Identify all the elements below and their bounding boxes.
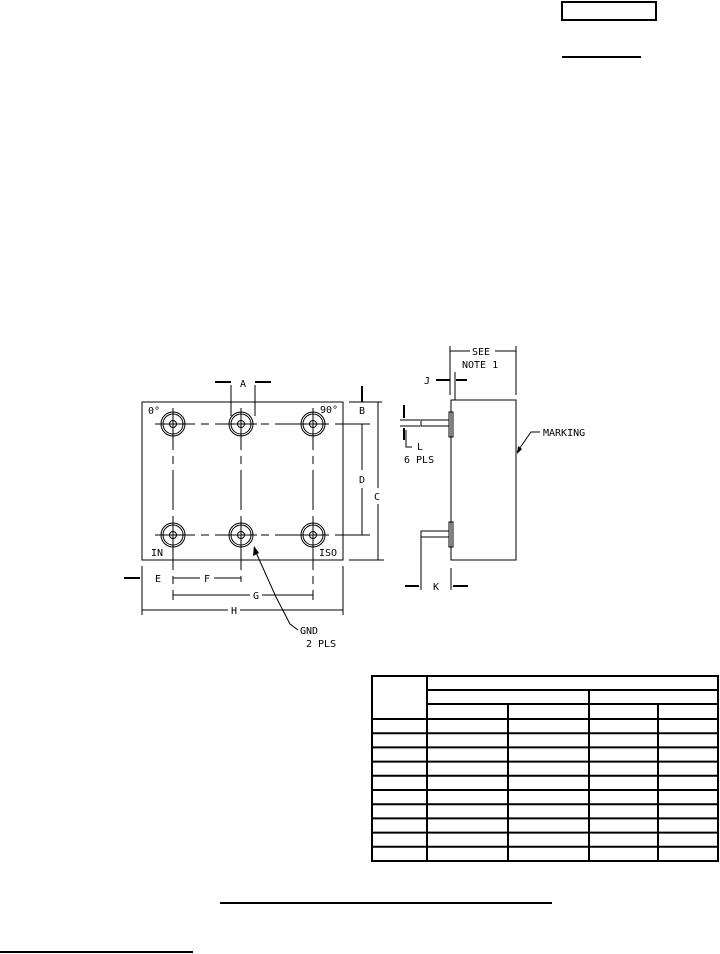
label-iso: ISO <box>319 548 337 559</box>
dim-d: D <box>359 475 365 486</box>
label-90deg: 90° <box>320 405 338 416</box>
dim-h: H <box>231 606 237 617</box>
dimensions-table <box>371 675 719 862</box>
dim-l: L <box>417 442 423 453</box>
label-0deg: 0° <box>148 406 160 417</box>
dim-j: J <box>424 376 430 387</box>
module-side-outline <box>450 399 517 561</box>
gnd-label: GND <box>300 626 318 637</box>
dim-g: G <box>253 591 259 602</box>
module-outline <box>141 401 344 561</box>
header-box <box>561 1 657 21</box>
dim-c: C <box>374 492 380 503</box>
side-view: SEE NOTE 1 J L 6 PLS MARKING K <box>400 346 585 593</box>
see-label: SEE <box>472 347 490 358</box>
dim-a: A <box>240 379 246 390</box>
marking-label: MARKING <box>543 428 585 439</box>
pin-bottom <box>420 530 450 538</box>
pin-count-label: 6 PLS <box>404 455 434 466</box>
dim-k: K <box>433 582 439 593</box>
dim-f: F <box>204 574 210 585</box>
terminal-hole <box>157 408 189 440</box>
terminal-holes <box>157 408 329 551</box>
terminal-hole <box>157 519 189 551</box>
label-in: IN <box>151 548 163 559</box>
dim-e: E <box>155 574 161 585</box>
terminal-hole <box>225 408 257 440</box>
dim-b: B <box>359 406 365 417</box>
terminal-hole <box>225 519 257 551</box>
pin-top <box>420 419 450 427</box>
front-view: 0° 90° IN ISO A B D C E F G H <box>124 379 384 650</box>
terminal-hole <box>297 519 329 551</box>
note-1-label: NOTE 1 <box>462 360 498 371</box>
terminal-hole <box>297 408 329 440</box>
gnd-count: 2 PLS <box>306 639 336 650</box>
table-frame <box>371 675 719 862</box>
